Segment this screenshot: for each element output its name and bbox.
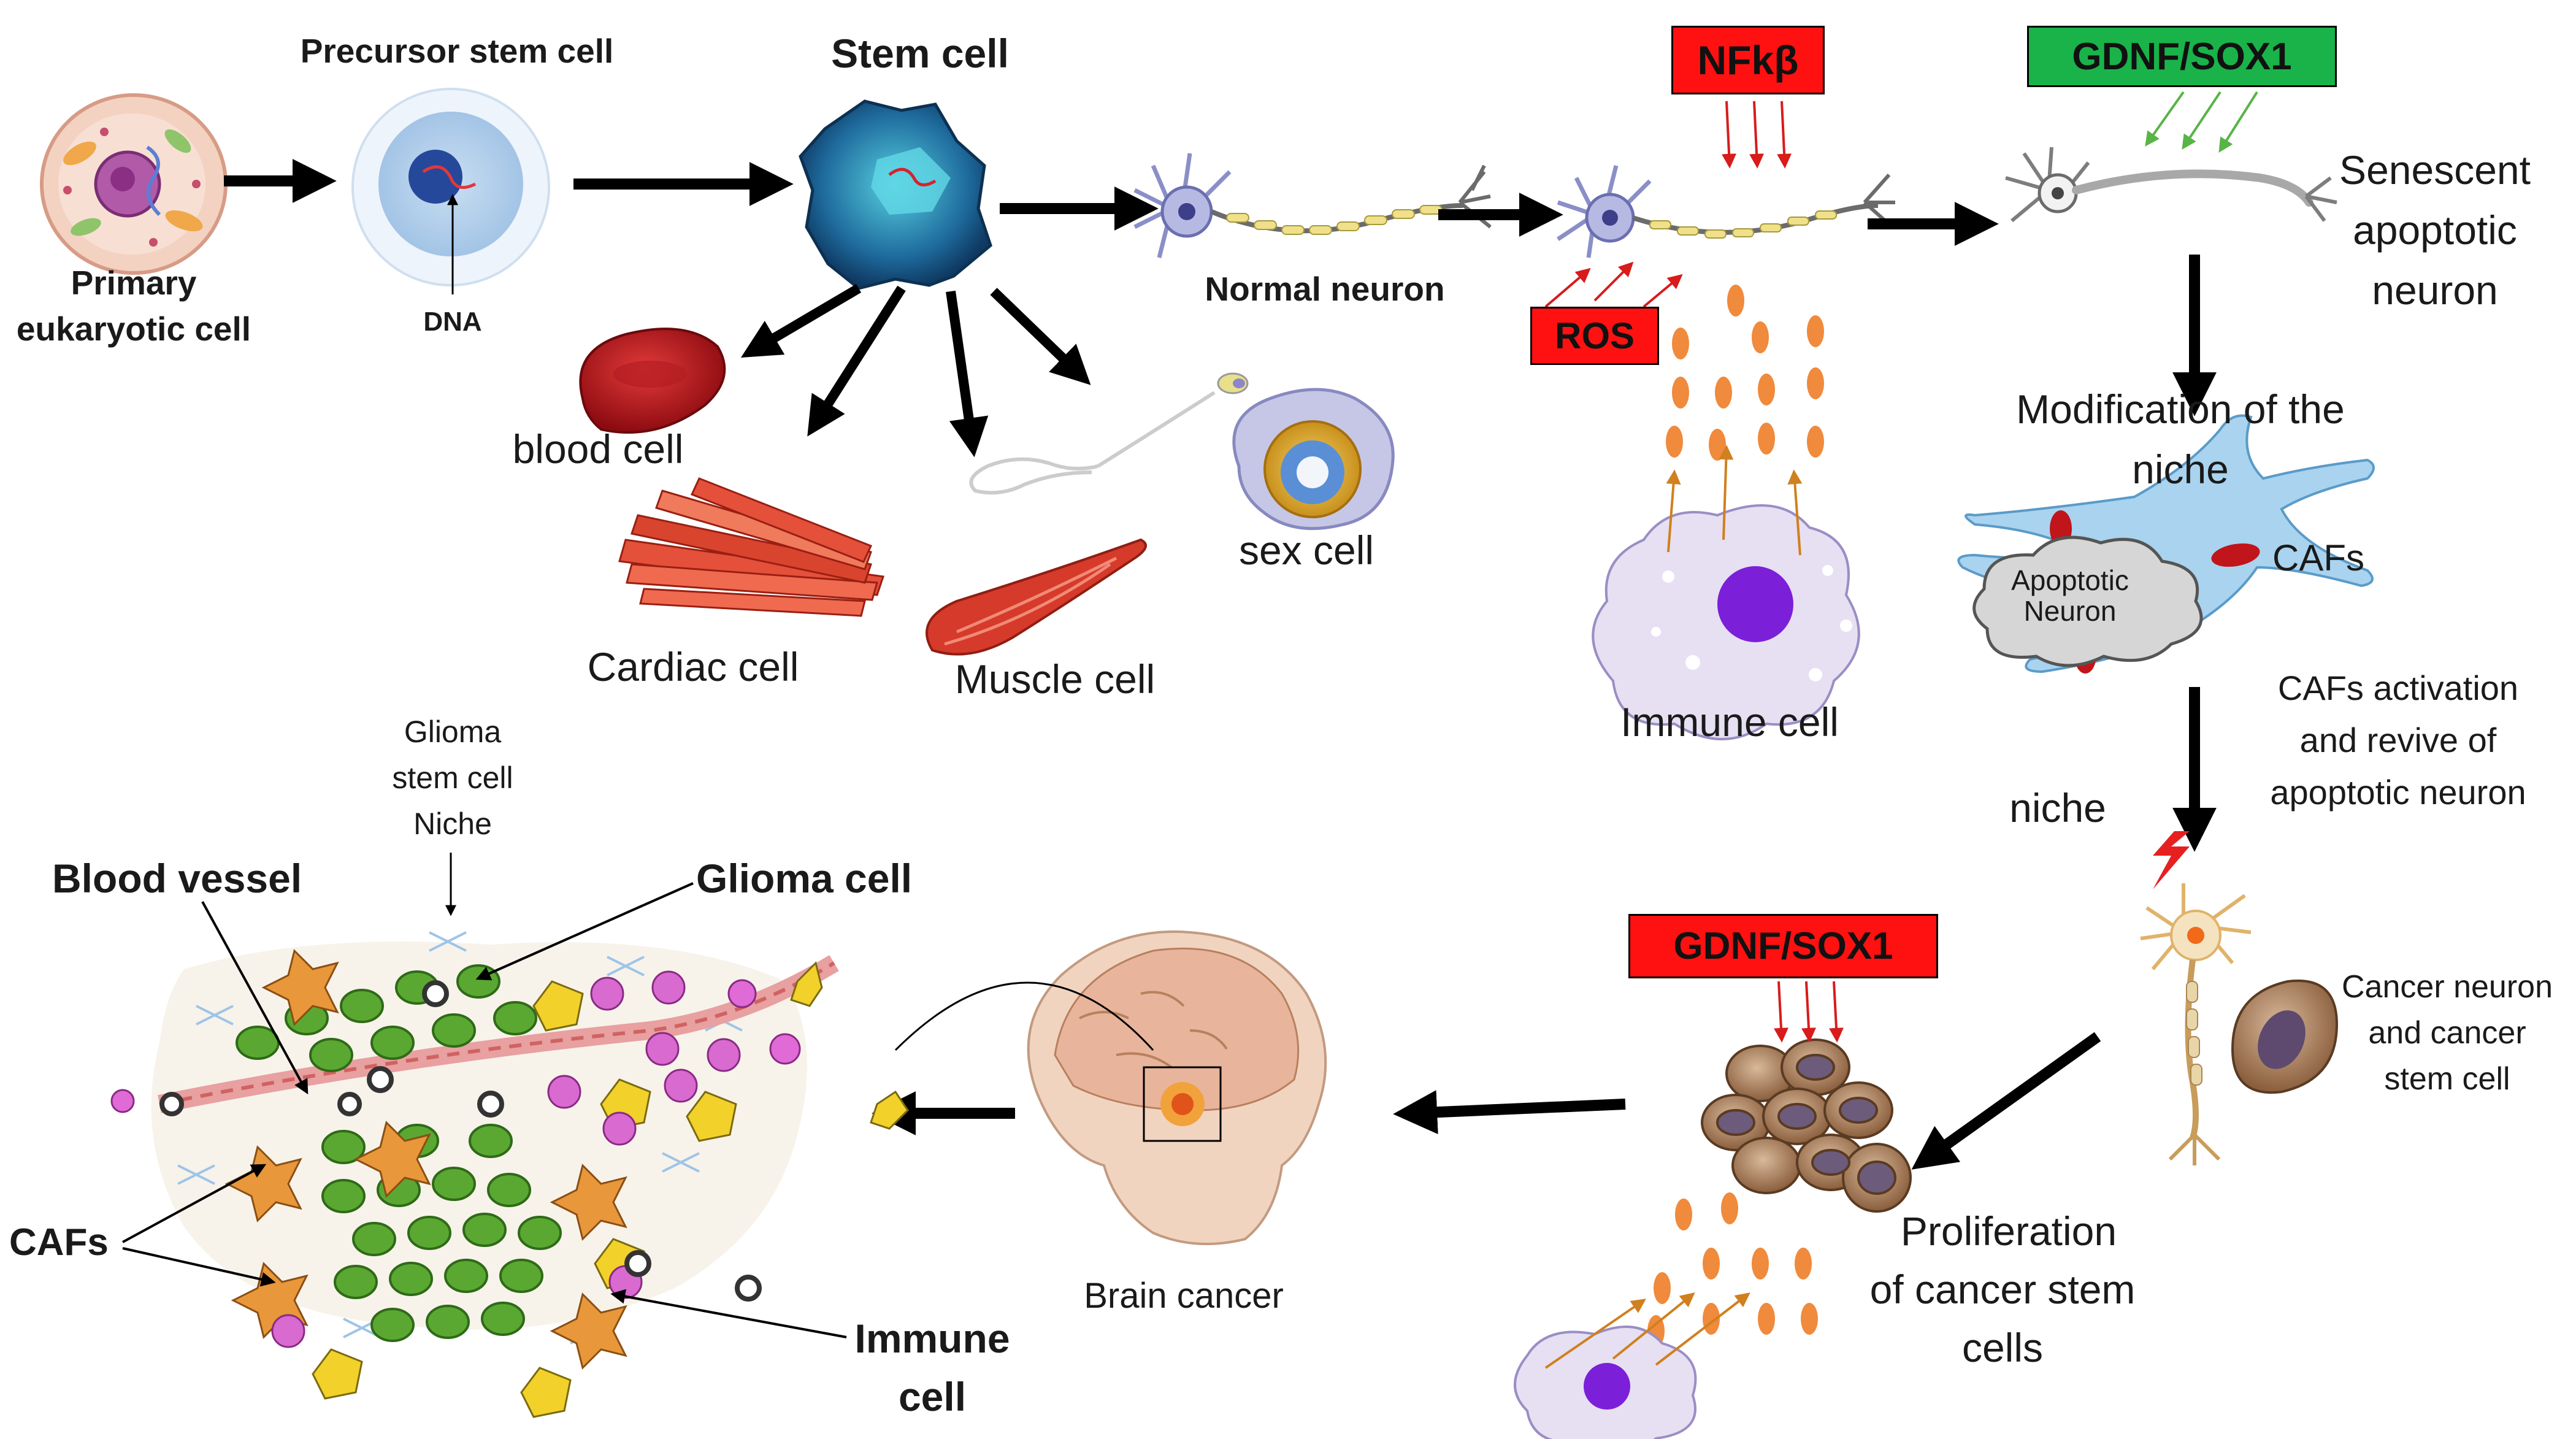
- pointer-glioma-cell: [475, 882, 694, 981]
- gdnf-bottom-arrow-2: [1801, 981, 1816, 1043]
- immune-top-arrow-1: [1666, 469, 1681, 553]
- immune-cell-bottom-image: [1514, 1326, 1697, 1439]
- tag-nfkb: NFkβ: [1671, 26, 1825, 94]
- label-immune-bottom-line1: Immune: [854, 1316, 1010, 1361]
- label-apoptotic-line2: Neuron: [2023, 595, 2117, 627]
- glioma-niche-tissue-image: [110, 931, 909, 1418]
- label-muscle-cell: Muscle cell: [954, 656, 1156, 702]
- normal-neuron-image: [1133, 153, 1492, 258]
- label-niche: niche: [2009, 785, 2106, 831]
- label-normal-neuron: Normal neuron: [1205, 270, 1445, 308]
- precursor-stem-cell-image: [351, 88, 550, 294]
- label-glioma-cell: Glioma cell: [696, 856, 913, 901]
- pointer-cafs-2: [122, 1247, 276, 1287]
- arrow-stem-to-muscle: [946, 290, 989, 458]
- immune-bottom-arrow-1: [1544, 1299, 1646, 1369]
- label-glioma-niche-line3: Niche: [413, 807, 492, 841]
- label-stem-cell: Stem cell: [831, 31, 1009, 76]
- label-glioma-niche-line1: Glioma: [404, 715, 502, 749]
- sperm-cell-image: [969, 372, 1249, 495]
- label-cardiac-cell: Cardiac cell: [587, 644, 799, 689]
- label-brain-cancer: Brain cancer: [1084, 1276, 1284, 1316]
- label-cafs-activation-line1: CAFs activation: [2277, 669, 2519, 707]
- gdnf-top-arrow-3: [2218, 91, 2258, 153]
- arrow-stem-to-cardiac: [807, 285, 906, 437]
- label-senescent-line2: apoptotic: [2353, 207, 2517, 253]
- label-glioma-niche-line2: stem cell: [392, 761, 513, 795]
- immune-top-arrow-2: [1719, 445, 1734, 540]
- nfkb-arrow-1: [1722, 101, 1737, 169]
- ros-arrow-2: [1593, 261, 1634, 302]
- muscle-cell-image: [926, 538, 1147, 656]
- immune-particles-bottom: [1647, 1192, 1818, 1347]
- primary-eukaryotic-cell-image: [40, 93, 228, 275]
- tag-ros: ROS: [1530, 307, 1659, 365]
- label-blood-cell: blood cell: [512, 426, 684, 472]
- label-cafs-activation-line3: apoptotic neuron: [2270, 773, 2526, 812]
- label-senescent-line1: Senescent: [2339, 147, 2531, 193]
- immune-particles-top: [1666, 285, 1824, 461]
- label-modification-line2: niche: [2132, 447, 2229, 492]
- brain-cancer-image: [894, 930, 1327, 1245]
- label-apoptotic-line1: Apoptotic: [2011, 564, 2129, 596]
- gdnf-top-arrow-1: [2145, 91, 2185, 147]
- cancer-neuron-image: [2140, 831, 2252, 1165]
- arrow-proliferation-to-brain: [1393, 1090, 1626, 1135]
- stressed-neuron-image: [1557, 165, 1895, 258]
- tag-gdnf-top: GDNF/SOX1: [2027, 26, 2337, 87]
- egg-cell-image: [1232, 388, 1395, 531]
- blood-cell-image: [579, 328, 726, 434]
- stem-cell-image: [799, 99, 992, 290]
- label-cafs-right: CAFs: [2272, 537, 2364, 578]
- label-primary-line2: eukaryotic cell: [16, 310, 251, 348]
- label-primary-line1: Primary: [71, 264, 197, 302]
- gdnf-top-arrow-2: [2182, 91, 2221, 150]
- arrow-stem-to-blood: [740, 284, 862, 358]
- ros-arrow-3: [1643, 274, 1683, 308]
- label-senescent-line3: neuron: [2372, 267, 2498, 313]
- immune-cell-top-image: [1592, 504, 1860, 740]
- label-cafs-left: CAFs: [9, 1221, 109, 1264]
- label-proliferation-line1: Proliferation: [1900, 1208, 2117, 1254]
- apoptotic-neuron-cloud: [1972, 535, 2203, 667]
- label-sex-cell: sex cell: [1238, 528, 1374, 573]
- tag-gdnf-bottom: GDNF/SOX1: [1628, 914, 1938, 978]
- immune-top-arrow-3: [1787, 469, 1803, 556]
- label-immune-bottom-line2: cell: [898, 1374, 967, 1419]
- label-proliferation-line2: of cancer stem: [1869, 1267, 2136, 1312]
- immune-bottom-arrow-3: [1655, 1292, 1750, 1366]
- label-proliferation-line3: cells: [1961, 1325, 2044, 1370]
- pointer-cafs-1: [122, 1164, 267, 1243]
- ros-arrow-1: [1544, 267, 1591, 308]
- pointer-immune-cell: [610, 1289, 847, 1338]
- label-dna: DNA: [423, 307, 482, 337]
- label-cancer-neuron-line1: Cancer neuron: [2342, 969, 2553, 1005]
- label-cancer-neuron-line2: and cancer: [2368, 1015, 2526, 1051]
- cancer-stem-cell-image: [2231, 979, 2339, 1094]
- cardiac-cell-image: [618, 477, 884, 617]
- immune-bottom-arrow-2: [1612, 1292, 1695, 1360]
- senescent-neuron-image: [2005, 147, 2337, 223]
- nfkb-arrow-2: [1749, 101, 1765, 169]
- gdnf-bottom-arrow-1: [1774, 981, 1788, 1043]
- label-modification-line1: Modification of the: [2016, 386, 2345, 432]
- label-immune-cell-top: Immune cell: [1620, 699, 1839, 745]
- arrow-stem-to-sex: [990, 288, 1091, 385]
- nfkb-arrow-3: [1777, 101, 1792, 169]
- label-blood-vessel: Blood vessel: [52, 856, 302, 901]
- proliferating-cancer-stem-cells: [1701, 1038, 1912, 1213]
- arrow-cancer-to-proliferation: [1911, 1032, 2101, 1170]
- label-cancer-neuron-line3: stem cell: [2384, 1061, 2510, 1097]
- gdnf-bottom-arrow-3: [1829, 981, 1844, 1043]
- label-cafs-activation-line2: and revive of: [2299, 721, 2497, 759]
- label-precursor-stem-cell: Precursor stem cell: [300, 32, 614, 70]
- pointer-blood-vessel: [201, 901, 309, 1095]
